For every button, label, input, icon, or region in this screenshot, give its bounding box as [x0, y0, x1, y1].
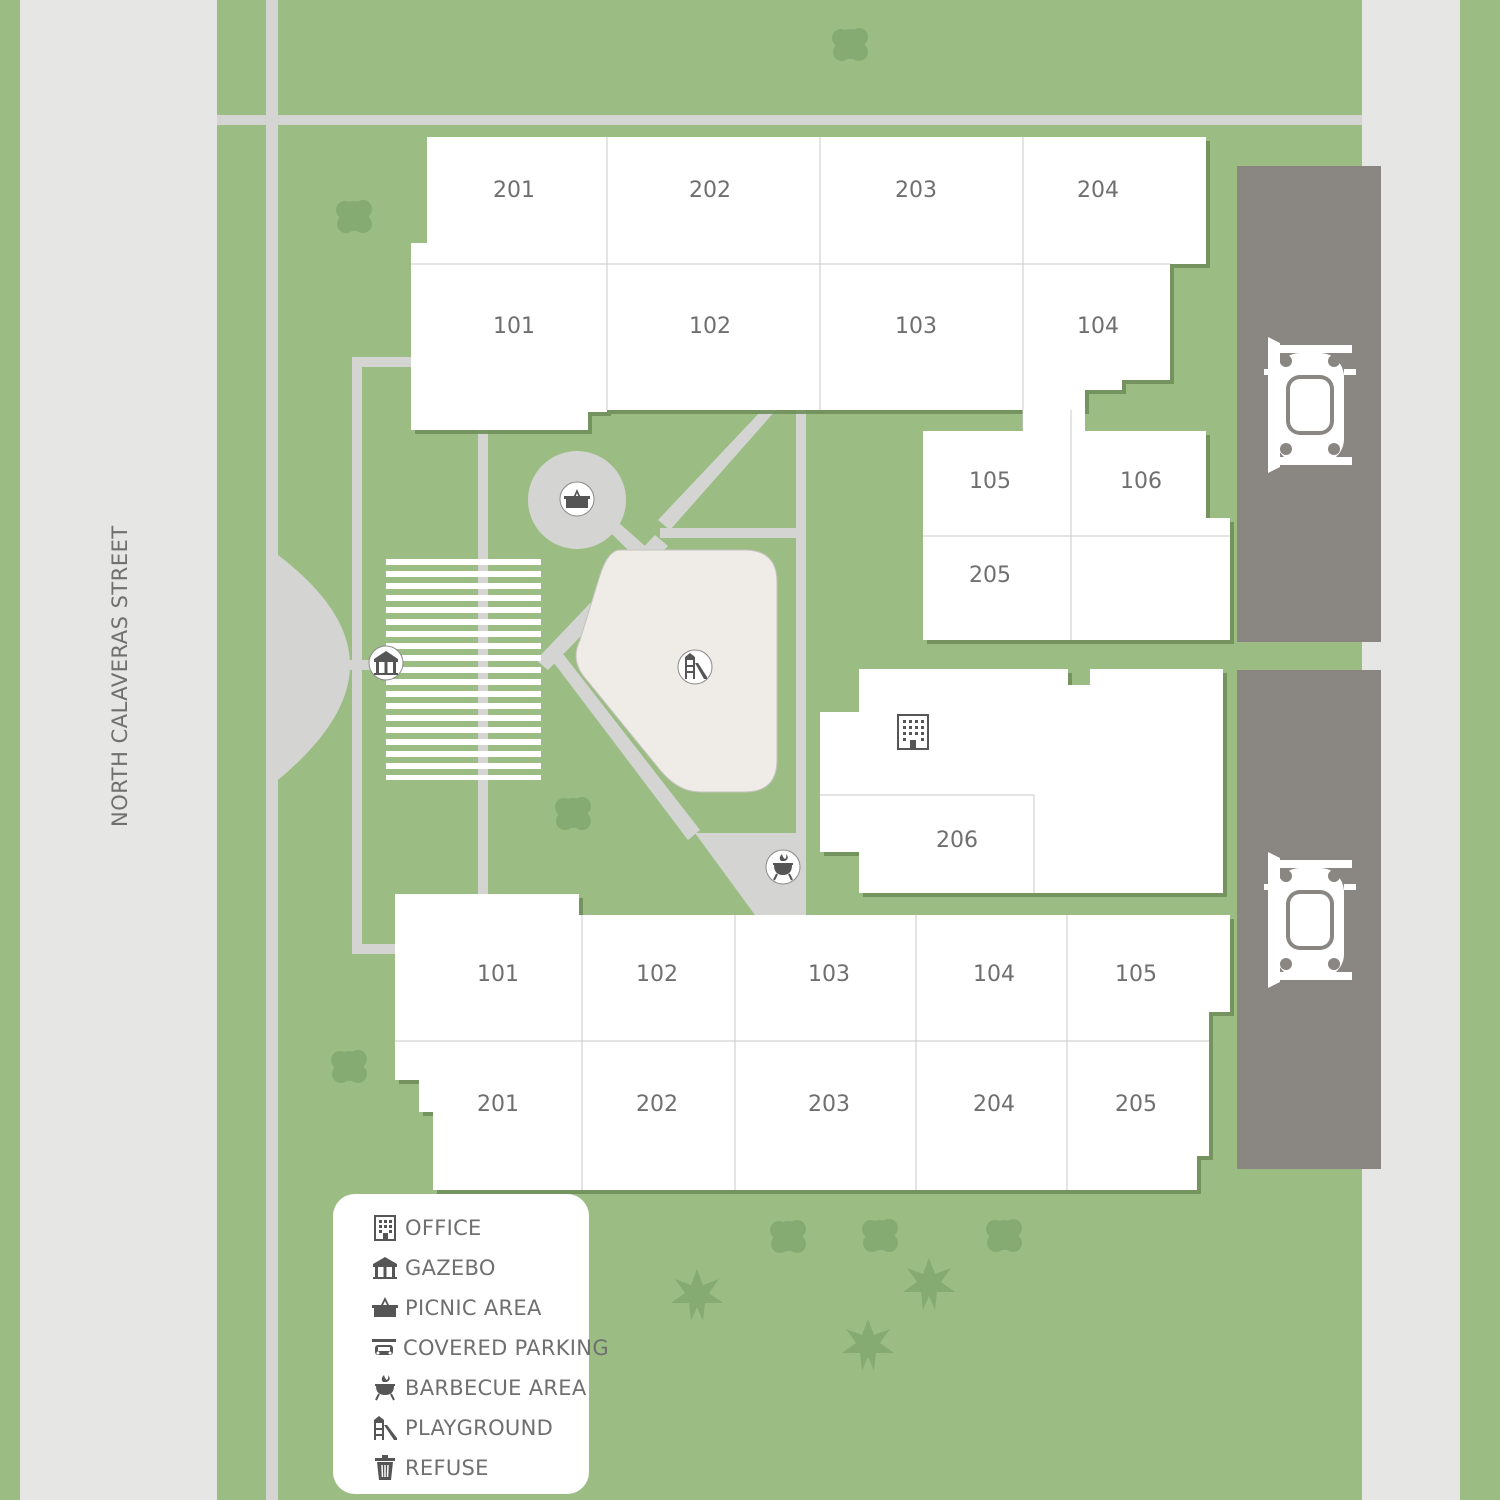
legend-item-picnic-area[interactable]: PICNIC AREA [371, 1288, 589, 1328]
unit-label: 105 [1115, 962, 1157, 987]
legend-label: GAZEBO [405, 1256, 496, 1280]
office-icon [371, 1214, 399, 1242]
unit-label: 202 [689, 178, 731, 203]
unit-labels-east: 105 106 205 [969, 469, 1162, 588]
legend-item-gazebo[interactable]: GAZEBO [371, 1248, 589, 1288]
legend-label: OFFICE [405, 1216, 482, 1240]
legend-label: REFUSE [405, 1456, 489, 1480]
barbecue-icon [371, 1374, 399, 1402]
legend-item-office[interactable]: OFFICE [371, 1208, 589, 1248]
unit-label: 103 [808, 962, 850, 987]
unit-label: 105 [969, 469, 1011, 494]
building-north [411, 137, 1206, 430]
tree-icon [862, 1219, 898, 1252]
playground-marker[interactable] [677, 649, 713, 685]
gazebo-pavilion [386, 559, 541, 780]
unit-label: 203 [808, 1092, 850, 1117]
map-legend: OFFICE GAZEBO PICNIC AREA COVERED PARKIN… [333, 1194, 609, 1494]
legend-item-barbecue-area[interactable]: BARBECUE AREA [371, 1368, 589, 1408]
unit-label: 202 [636, 1092, 678, 1117]
barbecue-marker[interactable] [765, 849, 801, 885]
connector-north-east [1023, 410, 1085, 432]
gazebo-icon [371, 1254, 399, 1282]
office-building-icon [897, 714, 929, 750]
gazebo-marker[interactable] [368, 645, 404, 681]
unit-label: 204 [973, 1092, 1015, 1117]
unit-label: 104 [1077, 314, 1119, 339]
tree-icon [555, 797, 591, 830]
unit-label: 204 [1077, 178, 1119, 203]
unit-label: 101 [493, 314, 535, 339]
building-east [923, 410, 1230, 640]
building-office [820, 669, 1223, 893]
legend-label: PICNIC AREA [405, 1296, 542, 1320]
walkways [217, 0, 1362, 1500]
unit-label-office: 206 [936, 828, 978, 853]
unit-label: 101 [477, 962, 519, 987]
unit-label: 102 [636, 962, 678, 987]
office-marker[interactable] [897, 714, 929, 750]
legend-item-refuse[interactable]: REFUSE [371, 1448, 589, 1488]
playground-icon [371, 1414, 399, 1442]
playground-icon [685, 653, 707, 679]
picnic-icon [371, 1294, 399, 1322]
tree-icon [832, 28, 868, 61]
north-calaveras-street-road [20, 0, 217, 1500]
unit-label: 104 [973, 962, 1015, 987]
unit-label: 103 [895, 314, 937, 339]
tree-icon [770, 1220, 806, 1253]
covered-parking-icon [1264, 852, 1356, 988]
grill-icon [773, 854, 793, 881]
legend-item-playground[interactable]: PLAYGROUND [371, 1408, 589, 1448]
gazebo-icon [374, 651, 398, 675]
picnic-basket-icon [564, 489, 590, 508]
legend-label: BARBECUE AREA [405, 1376, 587, 1400]
unit-label: 201 [477, 1092, 519, 1117]
unit-label: 205 [969, 563, 1011, 588]
unit-label: 106 [1120, 469, 1162, 494]
unit-label: 201 [493, 178, 535, 203]
covered-parking-icon [371, 1334, 397, 1362]
building-south [395, 894, 1230, 1190]
legend-label: COVERED PARKING [403, 1336, 609, 1360]
picnic-area-marker[interactable] [559, 481, 595, 517]
legend-item-covered-parking[interactable]: COVERED PARKING [371, 1328, 609, 1368]
unit-label: 205 [1115, 1092, 1157, 1117]
street-label: NORTH CALAVERAS STREET [108, 525, 132, 827]
tree-icon [331, 1050, 367, 1083]
unit-labels-north: 201 202 203 204 101 102 103 104 [493, 178, 1119, 339]
unit-label: 203 [895, 178, 937, 203]
legend-label: PLAYGROUND [405, 1416, 554, 1440]
covered-parking-icon [1264, 337, 1356, 473]
refuse-icon [371, 1454, 399, 1482]
tree-icon [986, 1219, 1022, 1252]
tree-icon [336, 200, 372, 233]
unit-labels-south: 101 102 103 104 105 201 202 203 204 205 [477, 962, 1157, 1117]
playground-area [575, 549, 778, 793]
unit-label: 102 [689, 314, 731, 339]
